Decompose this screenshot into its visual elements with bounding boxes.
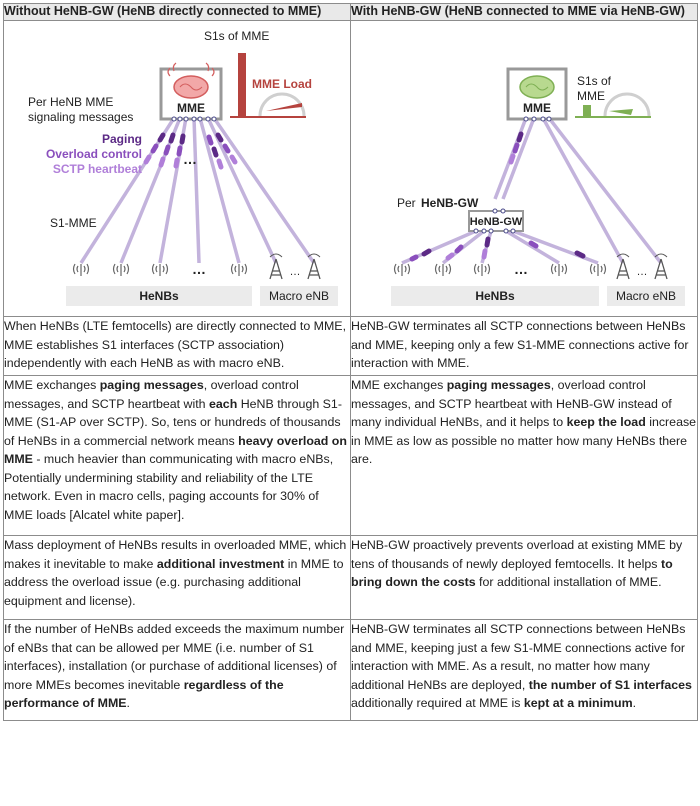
bold-text-segment: heavy overload on MME	[4, 433, 347, 467]
s1s-bar	[238, 53, 246, 117]
row3-left: Mass deployment of HeNBs results in over…	[3, 535, 351, 620]
macro-enb-tower-icons	[616, 253, 668, 280]
bold-text-segment: paging messages	[446, 378, 551, 392]
row2-right: MME exchanges paging messages, overload …	[350, 375, 698, 536]
henbs-label: HeNBs	[475, 289, 515, 303]
s1s-bar	[583, 105, 591, 117]
row1-right: HeNB-GW terminates all SCTP connections …	[350, 316, 698, 376]
without-gw-diagram-svg: … MME S1s of MME MME Load	[28, 29, 338, 306]
bold-text-segment: additional investment	[156, 556, 285, 571]
paging-label: Paging	[102, 132, 142, 146]
overload-control-label: Overload control	[46, 147, 142, 161]
macro-enb-label: Macro eNB	[269, 289, 329, 303]
text-segment: in MME to address the overload issue (e.…	[4, 556, 344, 608]
header-without-gw: Without HeNB-GW (HeNB directly connected…	[3, 3, 351, 21]
bold-text-segment: the number of S1 interfaces	[528, 677, 692, 692]
signaling-messages	[409, 131, 586, 262]
macro-ellipsis: …	[637, 266, 648, 278]
s1s-label-2: MME	[577, 89, 605, 103]
bold-text-segment: regardless of the performance of MME	[4, 677, 284, 711]
henbs-label: HeNBs	[139, 289, 179, 303]
text-segment: If the number of HeNBs added exceeds the…	[4, 622, 345, 692]
with-gw-diagram-svg: … MME S1s of MME	[391, 67, 685, 306]
henbs-box	[391, 286, 599, 306]
henbs-box	[66, 286, 252, 306]
comparison-table: Without HeNB-GW (HeNB directly connected…	[3, 3, 698, 721]
text-segment: , overload control messages, and SCTP he…	[4, 378, 299, 411]
text-segment: HeNB-GW proactively prevents overload at…	[351, 538, 683, 571]
text-segment: - much heavier than communicating with m…	[4, 452, 334, 522]
header-with-gw: With HeNB-GW (HeNB connected to MME via …	[350, 3, 698, 21]
macro-enb-box	[607, 286, 685, 306]
mme-label: MME	[177, 101, 205, 115]
per-henb-label-1: Per HeNB MME	[28, 95, 113, 109]
text-segment: .	[126, 696, 130, 710]
row2-left: MME exchanges paging messages, overload …	[3, 375, 351, 536]
mme-load-label: MME Load	[252, 77, 312, 91]
text-segment: , overload control messages, and SCTP he…	[351, 378, 672, 429]
macro-enb-box	[260, 286, 338, 306]
s1-mme-label: S1-MME	[50, 216, 97, 230]
henb-gw-label: HeNB-GW	[470, 216, 523, 228]
load-gauge-icon	[603, 92, 651, 117]
bold-text-segment: each	[209, 396, 238, 411]
macro-ellipsis: …	[290, 266, 301, 278]
load-gauge-icon	[258, 92, 306, 117]
bold-text-segment: to bring down the costs	[351, 556, 673, 590]
signaling-messages	[143, 132, 238, 170]
text-segment: .	[632, 696, 637, 710]
s1s-of-mme-label: S1s of MME	[204, 29, 269, 43]
text-segment: HeNB through S1-MME (S1-AP over SCTP). S…	[4, 396, 342, 448]
row4-left: If the number of HeNBs added exceeds the…	[3, 619, 351, 721]
diagram-with-gw: … MME S1s of MME	[350, 20, 698, 317]
macro-enb-label: Macro eNB	[616, 289, 676, 303]
row3-right: HeNB-GW proactively prevents overload at…	[350, 535, 698, 620]
per-label: Per	[397, 196, 416, 210]
mme-label: MME	[523, 101, 551, 115]
s1s-label-1: S1s of	[577, 74, 612, 88]
macro-enb-tower-icons	[269, 253, 321, 280]
sctp-heartbeat-label: SCTP heartbeat	[53, 162, 142, 176]
row1-left: When HeNBs (LTE femtocells) are directly…	[3, 316, 351, 376]
per-henb-label-2: signaling messages	[28, 110, 133, 124]
mme-node: MME	[159, 62, 223, 122]
bold-text-segment: keep the load	[566, 415, 646, 429]
text-segment: MME exchanges	[4, 378, 100, 392]
mme-node: MME	[506, 67, 568, 122]
diagram-without-gw: … MME S1s of MME MME Load	[3, 20, 351, 317]
text-segment: HeNB-GW terminates all SCTP connections …	[351, 319, 689, 370]
text-segment: When HeNBs (LTE femtocells) are directly…	[4, 319, 347, 370]
text-segment: additionally required at MME is	[351, 696, 524, 710]
henb-icons	[72, 263, 248, 276]
text-segment: Mass deployment of HeNBs results in over…	[4, 538, 347, 571]
text-segment: for additional installation of MME.	[475, 575, 662, 589]
text-segment: increase in MME as low as possible no ma…	[351, 415, 697, 466]
bold-text-segment: kept at a minimum	[523, 696, 633, 710]
per-henb-gw-label: HeNB-GW	[421, 196, 479, 210]
henb-ellipsis: …	[514, 261, 528, 277]
text-segment: MME exchanges	[351, 378, 447, 392]
text-segment: HeNB-GW terminates all SCTP connections …	[351, 622, 686, 692]
links	[401, 116, 663, 265]
henb-icons	[393, 263, 607, 276]
links-ellipsis: …	[183, 151, 197, 167]
row4-right: HeNB-GW terminates all SCTP connections …	[350, 619, 698, 721]
henb-ellipsis: …	[192, 261, 206, 277]
bold-text-segment: paging messages	[99, 378, 204, 392]
